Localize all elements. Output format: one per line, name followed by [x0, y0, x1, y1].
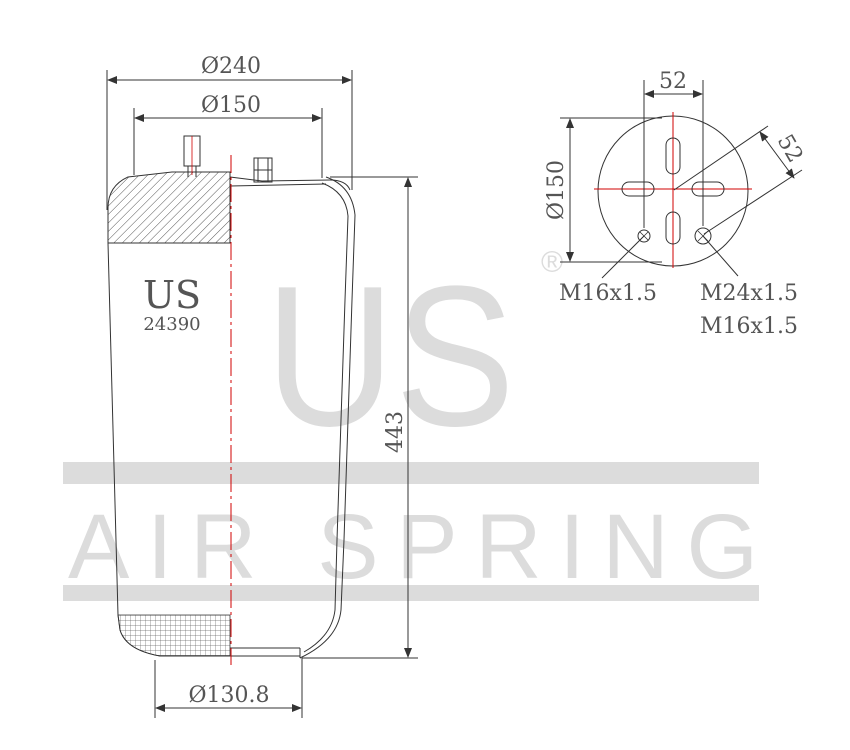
side-view: US 24390 — [107, 135, 356, 665]
stud-spacing-diagonal-label: 52 — [772, 130, 808, 167]
mounting-nut-detail — [254, 158, 272, 182]
top-plate — [229, 176, 351, 191]
product-brand-label: US — [143, 273, 201, 317]
leader-left-stud — [601, 235, 645, 279]
watermark-registered-mark: ® — [541, 246, 563, 279]
top-outer-diameter-label: Ø240 — [201, 54, 261, 79]
plate-diameter-label: Ø150 — [544, 160, 569, 220]
body-right-wall-inner — [303, 182, 349, 653]
top-plate-diameter-label: Ø150 — [201, 93, 261, 118]
body-left-profile — [107, 208, 230, 657]
watermark-bar-bottom — [63, 585, 759, 601]
bottom-plate — [230, 647, 301, 658]
watermark-bar-top — [63, 462, 759, 484]
ext-line-52-diag-1 — [673, 125, 769, 191]
stud-left — [637, 229, 651, 243]
top-plate-lower — [229, 183, 327, 187]
top-bead-hatch — [107, 171, 231, 244]
stud-spacing-horizontal-label: 52 — [659, 69, 687, 94]
bottom-piston-diameter-label: Ø130.8 — [188, 683, 269, 708]
watermark-brand: US — [265, 245, 515, 468]
slot-top — [665, 137, 681, 175]
top-view — [594, 112, 752, 268]
watermark-tagline: AIR SPRING — [68, 496, 758, 598]
slot-bottom — [665, 211, 681, 245]
height-label: 443 — [383, 411, 408, 453]
side-dimensions: Ø240 Ø150 443 Ø130.8 — [106, 54, 418, 718]
ext-line-52-diag-2 — [703, 169, 803, 235]
bottom-bead-hatch — [117, 614, 231, 657]
slot-right — [691, 181, 725, 197]
part-number-label: 24390 — [143, 314, 200, 335]
leader-right-stud — [702, 235, 739, 277]
right-stud-thread-secondary-label: M16x1.5 — [700, 314, 798, 339]
stud-right — [694, 227, 712, 245]
left-stud-thread-label: M16x1.5 — [559, 281, 657, 306]
body-right-wall-outer — [299, 176, 356, 659]
dim-line-52-diagonal — [759, 131, 795, 179]
top-view-dimensions: 52 Ø150 52 M16x1.5 M24x1.5 M16x1.5 — [544, 69, 807, 339]
right-stud-thread-label: M24x1.5 — [700, 281, 798, 306]
slot-left — [621, 181, 655, 197]
